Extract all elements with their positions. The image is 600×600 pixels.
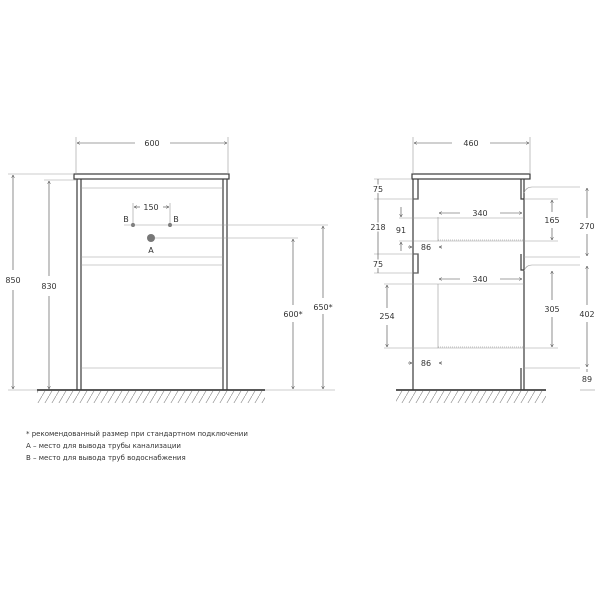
label-b-left: B bbox=[123, 215, 129, 224]
dim-upper-drawer-depth: 340 bbox=[472, 209, 487, 218]
label-b-right: B bbox=[173, 215, 179, 224]
drain-pipe-a bbox=[147, 234, 155, 242]
dim-lower-offset: 86 bbox=[421, 359, 431, 368]
front-view: 600 850 830 150 B B A 600* 650* bbox=[5, 137, 335, 403]
dim-right-upper-inner: 165 bbox=[544, 216, 559, 225]
dim-upper-drawer-height: 91 bbox=[396, 226, 406, 235]
note-a: A – место для вывода трубы канализации bbox=[26, 440, 248, 452]
floor-hatch bbox=[37, 391, 265, 403]
side-view: 460 75 218 75 91 340 86 254 340 bbox=[370, 137, 595, 403]
dim-pipe-spacing: 150 bbox=[143, 203, 158, 212]
side-countertop bbox=[412, 174, 530, 179]
dim-left-mid: 218 bbox=[370, 223, 385, 232]
note-recommended: * рекомендованный размер при стандартном… bbox=[26, 428, 248, 440]
note-b: B – место для вывода труб водоснабжения bbox=[26, 452, 248, 464]
dim-width: 600 bbox=[144, 139, 159, 148]
dim-depth: 460 bbox=[463, 139, 478, 148]
countertop bbox=[74, 174, 229, 179]
dim-right-lower-inner: 305 bbox=[544, 305, 559, 314]
legend-notes: * рекомендованный размер при стандартном… bbox=[26, 428, 248, 464]
dim-total-height: 850 bbox=[5, 276, 20, 285]
dim-upper-offset: 86 bbox=[421, 243, 431, 252]
dim-right-lower: 402 bbox=[579, 310, 594, 319]
label-a: A bbox=[148, 246, 154, 255]
dim-drain-height: 600* bbox=[283, 310, 302, 319]
dim-lower-drawer-height: 254 bbox=[379, 312, 394, 321]
dim-left-lower-gap: 75 bbox=[373, 260, 383, 269]
dim-water-height: 650* bbox=[313, 303, 332, 312]
dim-body-height: 830 bbox=[41, 282, 56, 291]
dim-lower-drawer-depth: 340 bbox=[472, 275, 487, 284]
dim-right-upper: 270 bbox=[579, 222, 594, 231]
dim-right-bottom: 89 bbox=[582, 375, 592, 384]
dim-left-top-gap: 75 bbox=[373, 185, 383, 194]
